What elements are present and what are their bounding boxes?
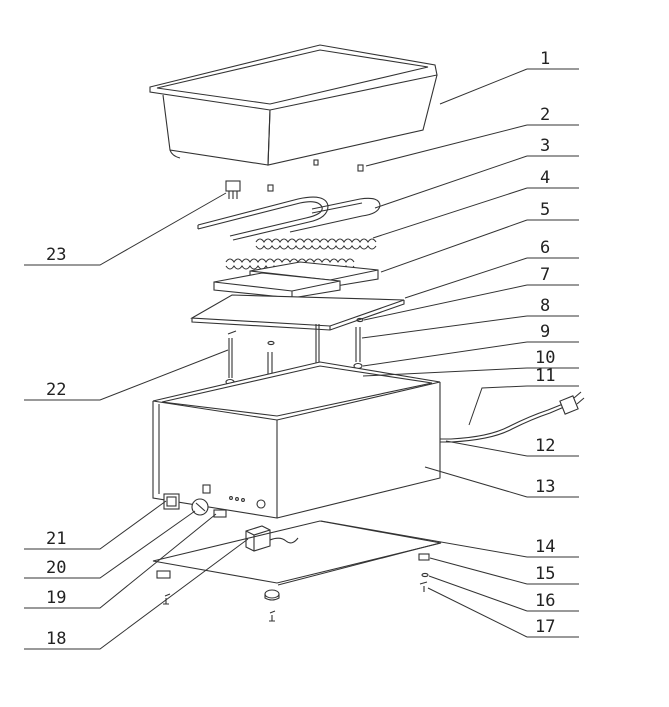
bottom-plate <box>152 520 442 584</box>
callout-6: 6 <box>540 238 550 258</box>
callout-4: 4 <box>540 168 550 188</box>
callout-18: 18 <box>46 629 66 649</box>
callout-16: 16 <box>535 591 555 611</box>
callout-5: 5 <box>540 200 550 220</box>
power-switch <box>163 493 180 510</box>
callout-13: 13 <box>535 477 555 497</box>
base-plate <box>190 294 405 331</box>
leader-lines <box>24 68 579 650</box>
callout-7: 7 <box>540 265 550 285</box>
callout-11: 11 <box>535 366 555 386</box>
terminal-connector <box>225 180 241 199</box>
callout-9: 9 <box>540 322 550 342</box>
callout-3: 3 <box>540 136 550 156</box>
side-foot-and-screw <box>418 553 430 592</box>
callout-8: 8 <box>540 296 550 316</box>
callout-labels: 1 2 3 4 5 6 7 8 9 10 11 12 13 14 15 16 1… <box>46 49 555 649</box>
power-cord <box>440 391 585 443</box>
control-knob <box>191 498 209 516</box>
feet-and-screws <box>156 570 280 622</box>
food-pan <box>149 44 438 166</box>
callout-1: 1 <box>540 49 550 69</box>
callout-10: 10 <box>535 348 555 368</box>
support-studs <box>267 324 361 392</box>
callout-19: 19 <box>46 588 66 608</box>
pan-fittings <box>267 164 364 192</box>
relay-box <box>245 525 299 552</box>
callout-22: 22 <box>46 380 66 400</box>
washer <box>267 317 364 346</box>
callout-12: 12 <box>535 436 555 456</box>
callout-23: 23 <box>46 245 66 265</box>
callout-21: 21 <box>46 529 66 549</box>
callout-14: 14 <box>535 537 555 557</box>
callout-20: 20 <box>46 558 66 578</box>
heating-element <box>197 196 381 241</box>
housing <box>152 361 441 519</box>
callout-15: 15 <box>535 564 555 584</box>
callout-17: 17 <box>535 617 555 637</box>
callout-2: 2 <box>540 105 550 125</box>
insulation-blocks <box>213 261 379 299</box>
indicator-light <box>213 509 227 518</box>
